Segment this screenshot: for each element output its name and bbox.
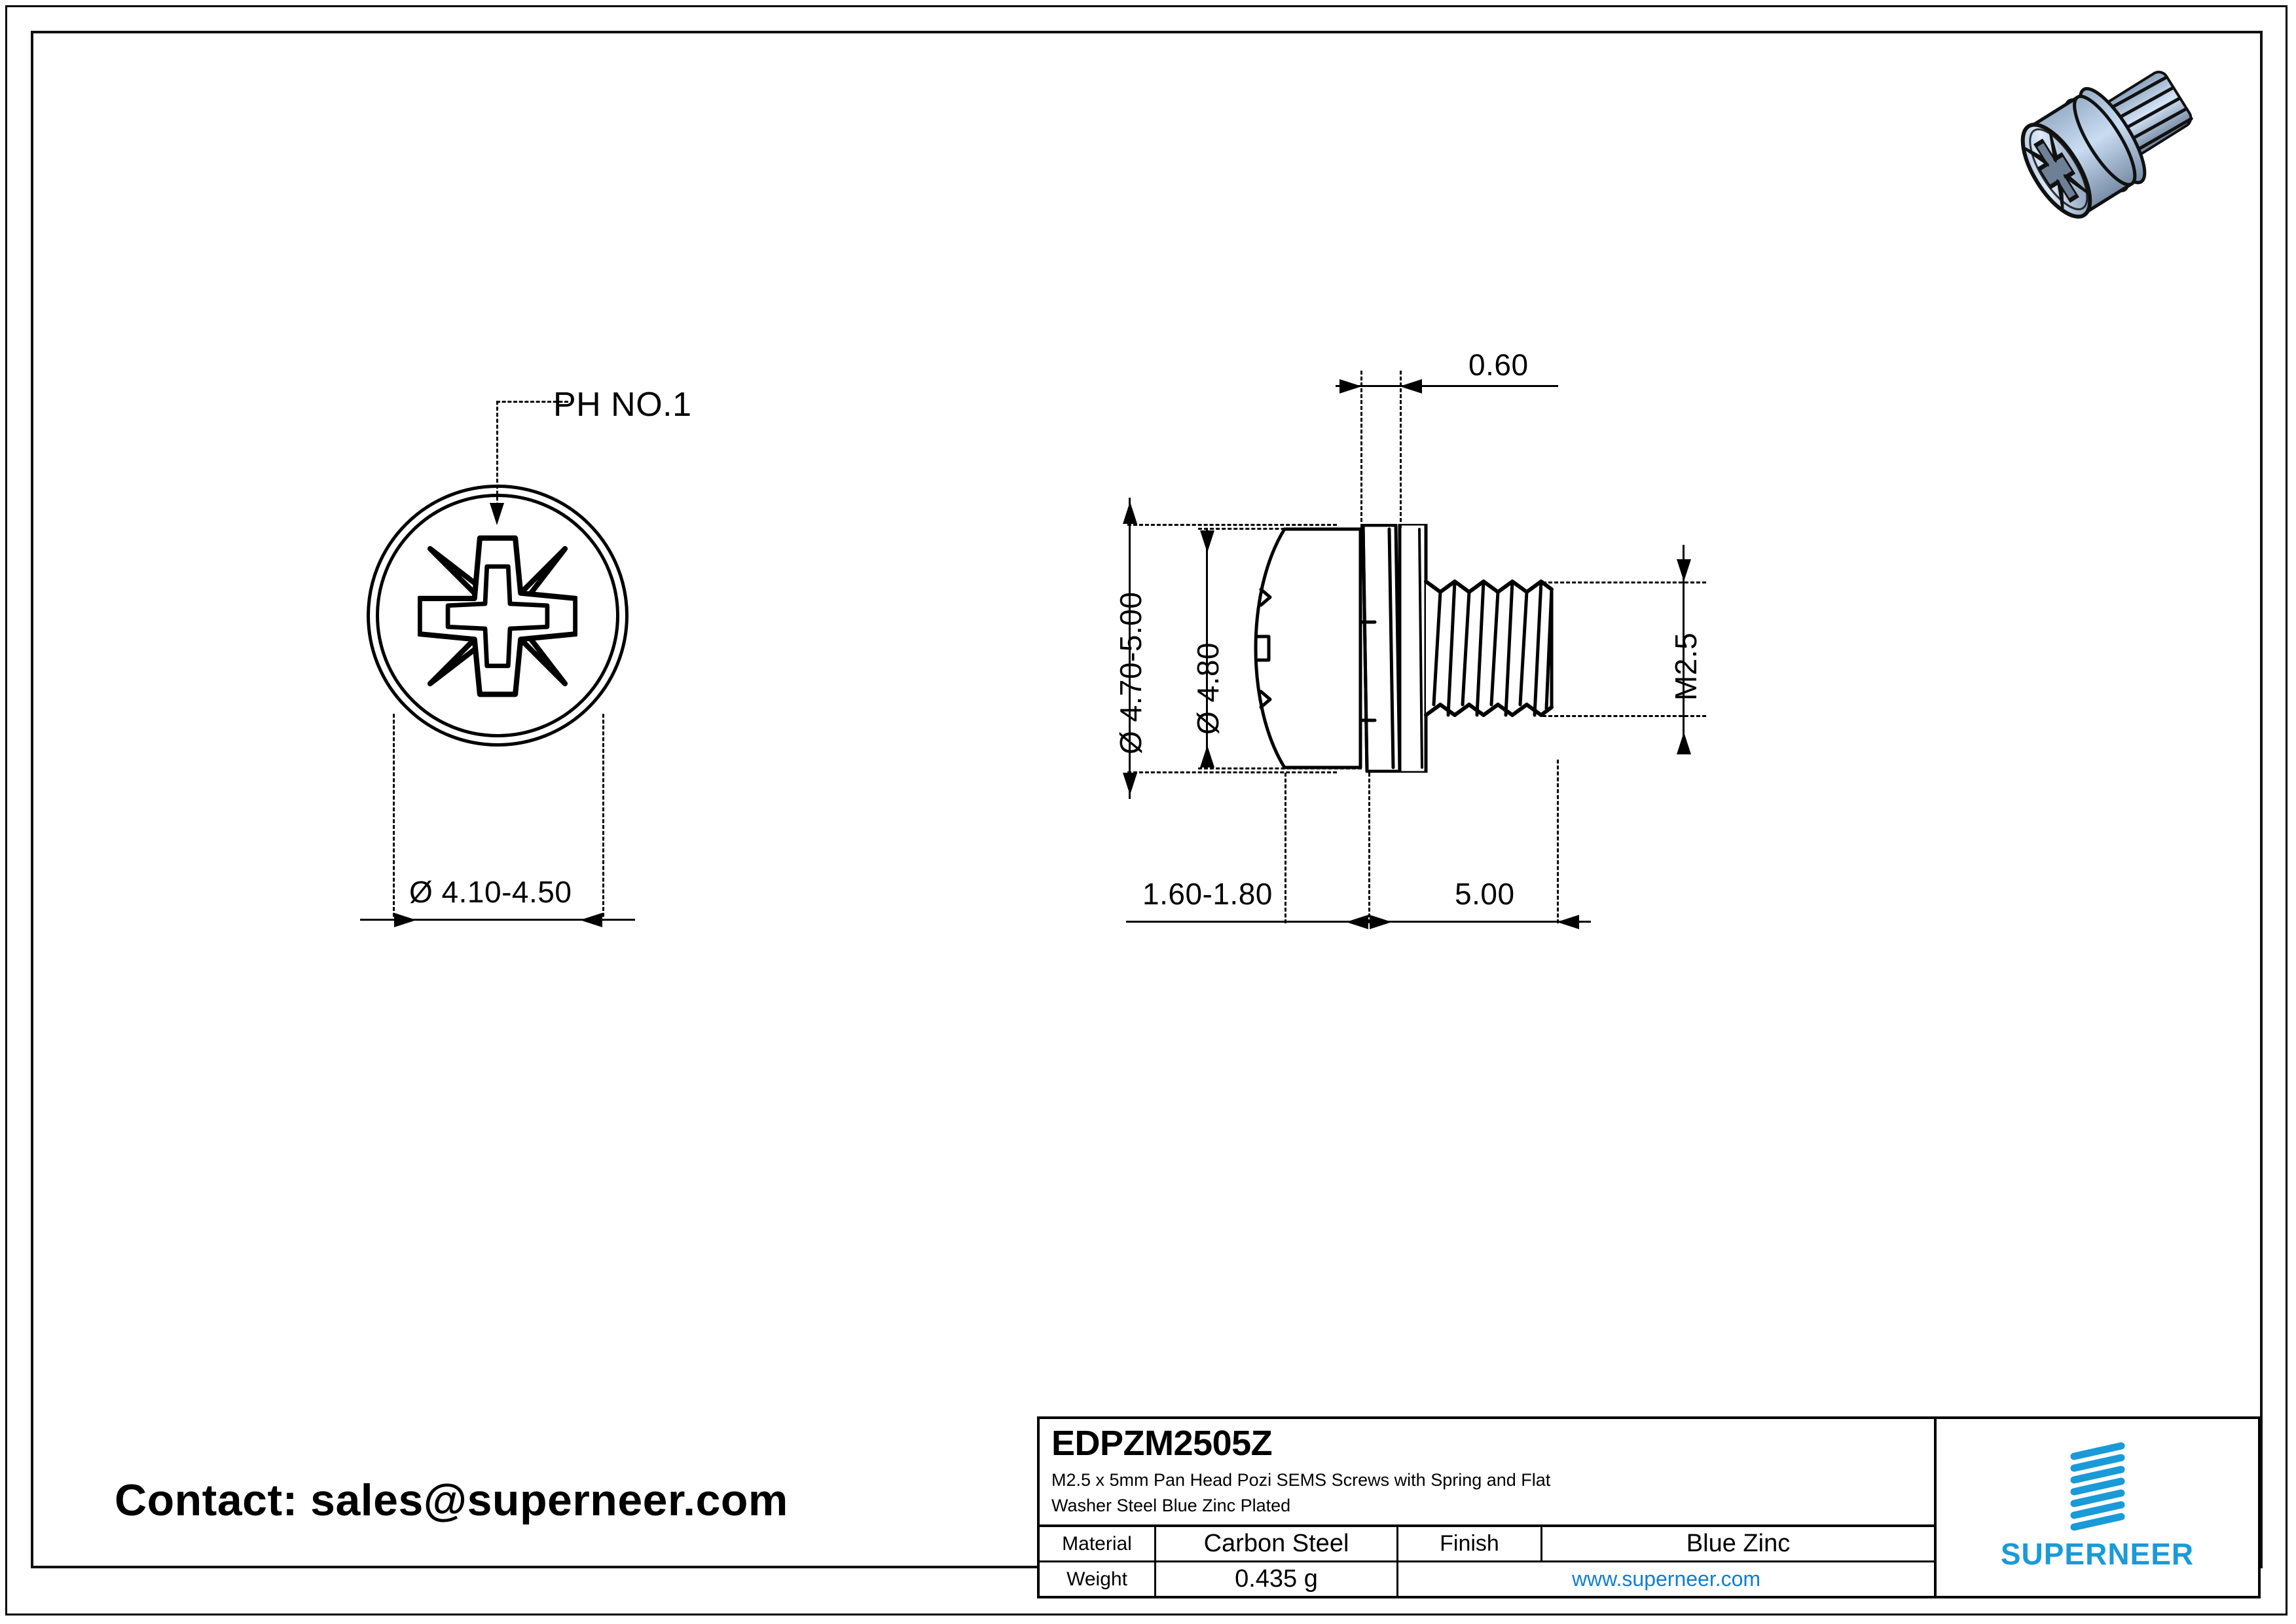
side-480-ext-bottom — [1198, 767, 1362, 769]
part-description-line2: Washer Steel Blue Zinc Plated — [1051, 1496, 1291, 1516]
side-480-label: Ø 4.80 — [1191, 642, 1225, 735]
side-060-ext-left — [1360, 371, 1362, 528]
side-480-arrow-bottom — [1200, 745, 1214, 767]
front-dim-arrow-left — [394, 913, 416, 927]
side-160-arrow-right — [1346, 915, 1368, 929]
side-500-arrow-left — [1370, 915, 1392, 929]
title-block-left: EDPZM2505Z M2.5 x 5mm Pan Head Pozi SEMS… — [1040, 1419, 1937, 1596]
company-logo: SUPERNEER — [1937, 1419, 2258, 1596]
sheet-outer-border — [5, 5, 2287, 1615]
side-m25-ext-bottom — [1542, 715, 1706, 717]
side-bottom-ext-b — [1368, 773, 1370, 923]
side-060-label: 0.60 — [1468, 348, 1529, 382]
title-block: EDPZM2505Z M2.5 x 5mm Pan Head Pozi SEMS… — [1037, 1416, 2261, 1598]
side-m25-label: M2.5 — [1669, 632, 1703, 701]
front-dim-label: Ø 4.10-4.50 — [409, 875, 572, 909]
isometric-screw-render — [1984, 36, 2246, 232]
finish-value: Blue Zinc — [1686, 1530, 1791, 1557]
side-480-dim-line — [1206, 528, 1208, 767]
side-470-arrow-top — [1123, 502, 1137, 524]
side-470-ext-top — [1127, 524, 1337, 526]
side-m25-dim-line — [1683, 545, 1685, 754]
front-dim-ext-right — [602, 714, 604, 917]
ph-callout-arrowhead — [490, 503, 504, 525]
part-description: M2.5 x 5mm Pan Head Pozi SEMS Screws wit… — [1051, 1467, 1922, 1519]
weight-website-row: Weight 0.435 g www.superneer.com — [1040, 1562, 1934, 1596]
brand-name: SUPERNEER — [2000, 1537, 2195, 1571]
part-description-line1: M2.5 x 5mm Pan Head Pozi SEMS Screws wit… — [1051, 1470, 1551, 1490]
ph-callout-label: PH NO.1 — [553, 386, 692, 424]
side-060-ext-right — [1400, 371, 1402, 528]
side-470-ext-bottom — [1127, 771, 1337, 773]
sheet-inner-frame — [31, 31, 2263, 1568]
finish-label: Finish — [1398, 1527, 1542, 1560]
side-470-arrow-bottom — [1123, 773, 1137, 795]
side-160-dim-line — [1126, 921, 1388, 923]
superneer-logo-icon — [2070, 1442, 2124, 1531]
pozidriv-recess — [418, 535, 577, 697]
weight-value: 0.435 g — [1156, 1562, 1398, 1596]
contact-text: Contact: sales@superneer.com — [115, 1475, 788, 1525]
title-block-description-cell: EDPZM2505Z M2.5 x 5mm Pan Head Pozi SEMS… — [1040, 1419, 1934, 1527]
side-m25-arrow-top — [1677, 559, 1691, 581]
weight-label: Weight — [1040, 1562, 1156, 1596]
side-bottom-ext-a — [1285, 773, 1286, 923]
side-500-arrow-right — [1557, 915, 1579, 929]
front-dim-ext-left — [393, 714, 395, 917]
side-500-label: 5.00 — [1455, 877, 1515, 911]
side-m25-arrow-bottom — [1677, 732, 1691, 754]
side-bottom-ext-c — [1557, 760, 1559, 923]
side-060-arrow-left — [1339, 379, 1362, 394]
side-060-arrow-right — [1400, 379, 1422, 394]
ph-callout-leader-horizontal — [496, 401, 568, 403]
material-finish-row: Material Carbon Steel Finish Blue Zinc — [1040, 1527, 1934, 1562]
front-dim-line — [360, 919, 635, 921]
side-160-label: 1.60-1.80 — [1142, 877, 1273, 911]
side-470-dim-line — [1129, 498, 1131, 799]
part-number: EDPZM2505Z — [1051, 1424, 1273, 1463]
website-link[interactable]: www.superneer.com — [1571, 1567, 1761, 1591]
side-500-dim-line — [1368, 921, 1591, 923]
side-480-ext-top — [1198, 528, 1362, 530]
material-value: Carbon Steel — [1156, 1527, 1398, 1560]
side-470-label: Ø 4.70-5.00 — [1114, 591, 1148, 754]
side-480-arrow-top — [1200, 530, 1214, 553]
front-dim-arrow-right — [580, 913, 602, 927]
ph-callout-leader-vertical — [496, 401, 498, 519]
material-label: Material — [1040, 1527, 1156, 1560]
side-060-dim-line — [1336, 385, 1558, 387]
side-m25-ext-top — [1542, 581, 1706, 583]
